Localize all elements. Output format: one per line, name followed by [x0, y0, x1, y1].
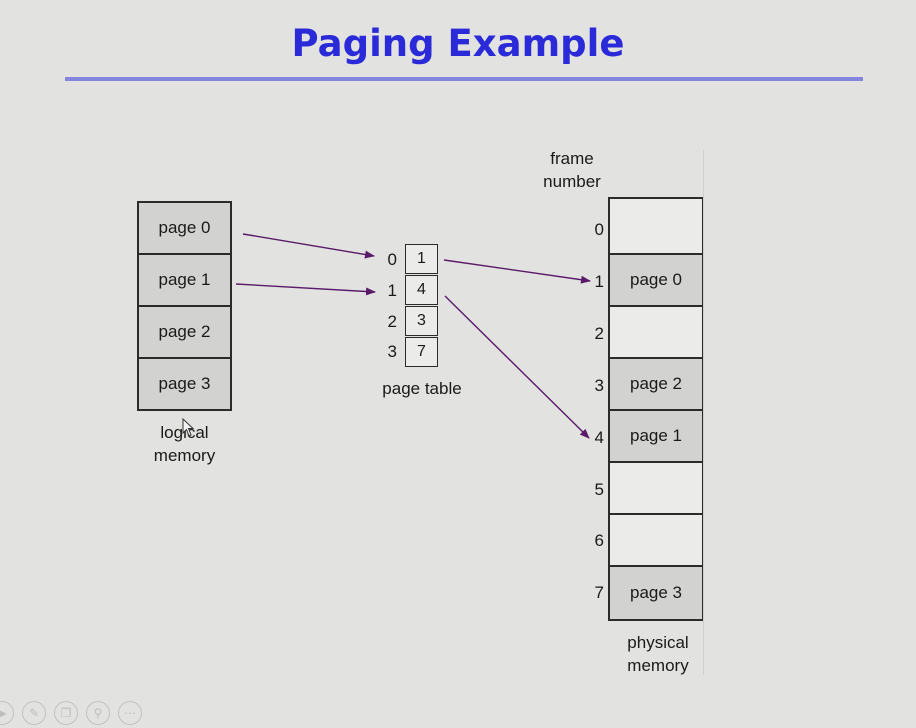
frame-number-6: 6 [594, 531, 604, 550]
pt-index-2: 2 [387, 312, 397, 331]
frame-number-1: 1 [594, 272, 604, 291]
logical-page-3: page 3 [137, 357, 232, 411]
copy-icon[interactable]: ❐ [54, 700, 78, 725]
physical-frame-6 [608, 513, 704, 567]
pt-index-3: 3 [387, 342, 397, 361]
arrow-page0-to-pt0 [242, 233, 375, 259]
page-table-label: page table [382, 379, 462, 398]
frame-number-0: 0 [594, 220, 604, 239]
frame-number-header: frame number [543, 149, 601, 191]
physical-frame-1: page 0 [608, 253, 704, 307]
frame-number-7: 7 [594, 583, 604, 602]
zoom-icon[interactable]: ⚲ [86, 700, 110, 725]
pt-index-0: 0 [387, 250, 397, 269]
pen-icon[interactable]: ✎ [22, 700, 46, 725]
frame-number-5: 5 [594, 480, 604, 499]
arrow-page1-to-pt1 [235, 283, 376, 296]
play-icon[interactable]: ▶ [0, 700, 14, 725]
title-rule [65, 77, 863, 81]
arrow-pt1-to-frame4 [444, 295, 590, 439]
physical-frame-0 [608, 197, 704, 255]
more-icon[interactable]: ⋯ [118, 700, 142, 725]
frame-number-4: 4 [594, 428, 604, 447]
frame-number-3: 3 [594, 376, 604, 395]
logical-page-0: page 0 [137, 201, 232, 255]
pt-entry-2: 3 [405, 306, 438, 336]
slide-title: Paging Example [291, 22, 625, 65]
logical-memory-label: logical memory [153, 423, 216, 465]
pt-entry-1: 4 [405, 275, 438, 305]
logical-page-1: page 1 [137, 253, 232, 307]
physical-frame-7: page 3 [608, 565, 704, 621]
pt-entry-0: 1 [405, 244, 438, 274]
right-edge-line [703, 150, 704, 675]
pt-index-1: 1 [387, 281, 397, 300]
frame-number-2: 2 [594, 324, 604, 343]
mouse-cursor-icon [182, 418, 195, 437]
arrow-pt0-to-frame1 [443, 259, 591, 284]
logical-page-2: page 2 [137, 305, 232, 359]
pt-entry-3: 7 [405, 337, 438, 367]
presentation-controls: ▶ ✎ ❐ ⚲ ⋯ [0, 697, 142, 728]
physical-memory-label: physical memory [627, 633, 689, 675]
